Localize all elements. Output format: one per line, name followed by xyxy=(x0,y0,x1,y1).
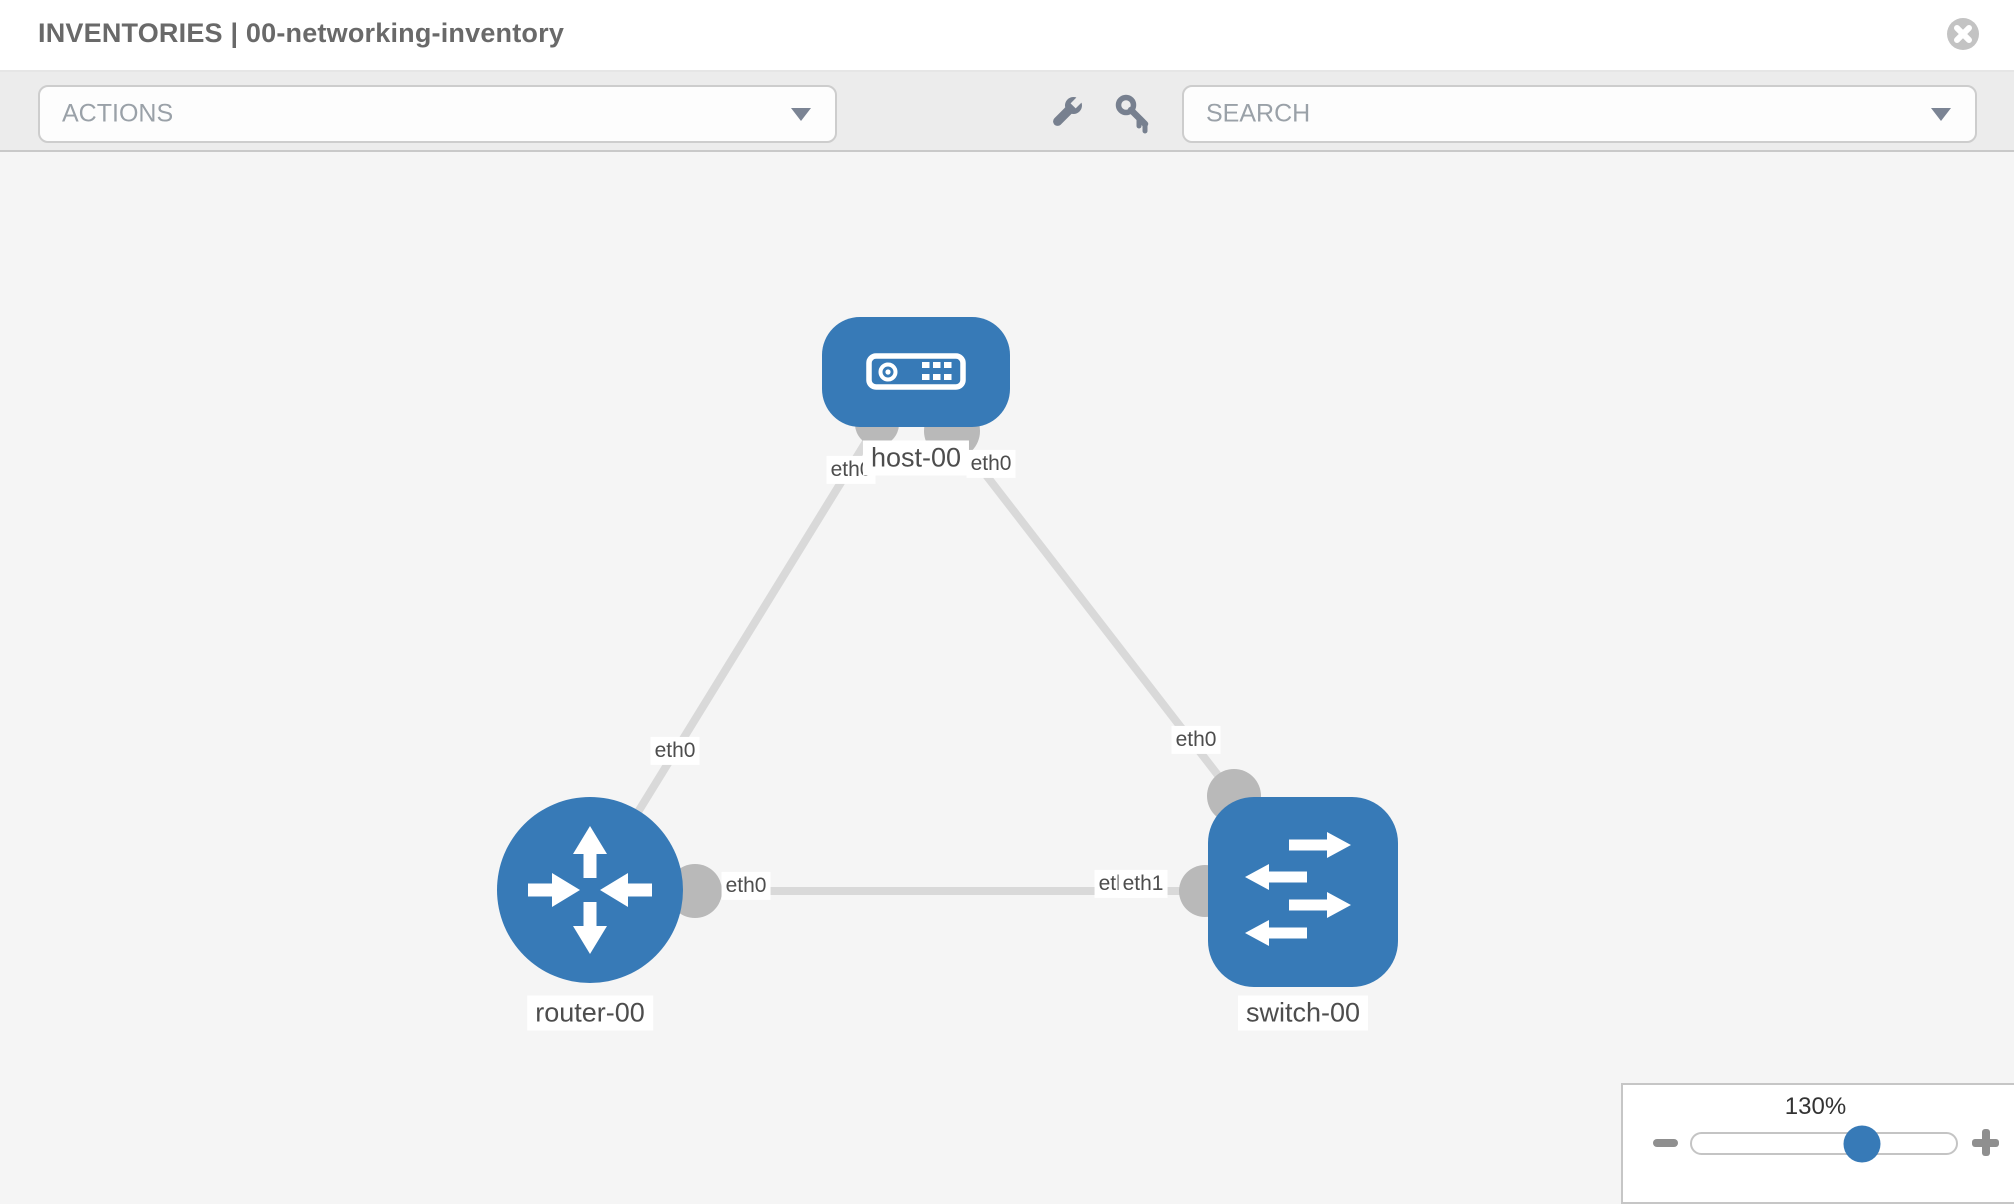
zoom-out-button[interactable] xyxy=(1653,1139,1678,1147)
chevron-down-icon xyxy=(1931,108,1951,121)
node-switch-00[interactable] xyxy=(1208,797,1398,987)
router-icon xyxy=(528,826,652,954)
close-button[interactable] xyxy=(1946,17,1980,51)
chevron-down-icon xyxy=(791,108,811,121)
switch-icon xyxy=(1245,832,1351,946)
configure-tools-button[interactable] xyxy=(1043,92,1087,136)
search-dropdown[interactable]: SEARCH xyxy=(1182,85,1977,143)
toolbar: ACTIONS SEARCH xyxy=(0,72,2014,152)
node-router-00[interactable] xyxy=(497,797,683,983)
topology-canvas[interactable]: eth0eth0eth0eth0eth0eth1eth1host-00route… xyxy=(0,152,2014,1200)
interface-label-host-00-eth0: eth0 xyxy=(966,449,1016,479)
node-label-host-00: host-00 xyxy=(862,440,970,476)
zoom-level-readout: 130% xyxy=(1784,1093,1847,1120)
zoom-in-button[interactable] xyxy=(1972,1129,1999,1156)
zoom-widget: 130% xyxy=(1621,1083,2014,1204)
node-label-router-00: router-00 xyxy=(527,995,653,1031)
header-bar: INVENTORIES | 00-networking-inventory xyxy=(0,0,2014,72)
page-title: INVENTORIES | 00-networking-inventory xyxy=(38,18,565,48)
close-icon xyxy=(1947,18,1979,50)
node-host-00[interactable] xyxy=(822,317,1010,427)
credentials-key-button[interactable] xyxy=(1111,92,1155,136)
zoom-slider-track[interactable] xyxy=(1690,1125,1958,1162)
node-label-switch-00: switch-00 xyxy=(1237,995,1369,1031)
interface-label-switch-00-eth1: eth1 xyxy=(1118,869,1168,899)
actions-dropdown[interactable]: ACTIONS xyxy=(38,85,837,143)
topology-svg[interactable] xyxy=(0,152,2014,1200)
wrench-icon xyxy=(1053,95,1084,126)
search-placeholder: SEARCH xyxy=(1206,99,1311,128)
actions-dropdown-label: ACTIONS xyxy=(62,99,174,128)
interface-label-switch-00-eth0: eth0 xyxy=(1171,725,1221,755)
plus-icon xyxy=(1982,1129,1990,1156)
key-icon xyxy=(1115,94,1149,134)
interface-label-router-00-eth0: eth0 xyxy=(650,736,700,766)
interface-label-router-00-eth0: eth0 xyxy=(721,871,771,901)
host-icon xyxy=(866,353,966,390)
zoom-slider-thumb[interactable] xyxy=(1843,1125,1881,1162)
